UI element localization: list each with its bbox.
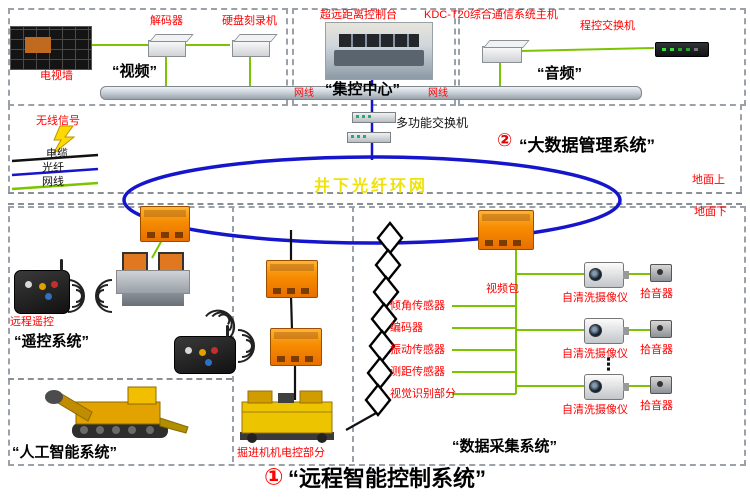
sensor-label-vibration: 振动传感器 [390, 344, 445, 356]
daq-system-title: “数据采集系统” [452, 438, 558, 455]
camera-label-2: 自清洗摄像仪 [562, 348, 628, 360]
remote-wireless-label: 远程遥控 [10, 316, 54, 328]
desk-monitor [122, 252, 148, 272]
camera-device-1 [584, 262, 629, 288]
sensor-label-vision: 视觉识别部分 [390, 388, 456, 400]
camera-device-2 [584, 318, 629, 344]
above-ground-label: 地面上 [692, 174, 725, 186]
bus-left-label: 网线 [294, 88, 314, 99]
sensor-label-encoder: 编码器 [390, 322, 423, 334]
blue-fiber-wires [122, 78, 622, 245]
pickup-label-3: 拾音器 [640, 400, 673, 412]
wifi-arcs-icon [67, 279, 85, 313]
control-console-image [325, 22, 433, 80]
bigdata-system-title: “大数据管理系统” [519, 136, 655, 155]
decoder-label: 解码器 [150, 15, 183, 27]
bigdata-number-badge: ② [497, 130, 513, 150]
mine-substation-daq [478, 210, 534, 250]
sensor-label-ranging: 测距传感器 [390, 366, 445, 378]
legend-fiber-label: 光纤 [42, 162, 64, 174]
console-desk [334, 49, 424, 66]
wifi-arcs-icon [205, 309, 236, 338]
green-network-wires [90, 44, 655, 395]
audio-section-title: “音频” [537, 65, 583, 82]
fiber-ring-ellipse [122, 155, 622, 245]
roadheader-icon [45, 386, 189, 438]
camera-label-3: 自清洗摄像仪 [562, 404, 628, 416]
mine-substation-remote [140, 206, 190, 242]
multifunction-switch-2 [347, 132, 391, 143]
video-section-box [8, 8, 288, 106]
lightning-icon [52, 125, 76, 155]
pbx-switch-device [655, 42, 709, 57]
partition-ai-box [8, 378, 232, 380]
ground-line-lower [8, 203, 742, 205]
underground-section-box [8, 206, 746, 466]
wifi-arcs-icon [237, 329, 255, 363]
ground-line-upper [8, 192, 742, 194]
partition-daq-box [352, 206, 354, 462]
below-ground-label: 地面下 [694, 206, 727, 218]
cable-chain-icon [364, 221, 404, 417]
multifunction-switch-label: 多功能交换机 [396, 116, 469, 130]
tv-wall-label: 电视墙 [40, 70, 73, 82]
roadheader-ecu-label: 掘进机机电控部分 [237, 447, 325, 459]
remote-system-title: “遥控系统” [14, 333, 90, 350]
legend-cable-label: 电缆 [46, 148, 68, 160]
camera-label-1: 自清洗摄像仪 [562, 292, 628, 304]
pickup-label-1: 拾音器 [640, 288, 673, 300]
wifi-arcs-icon [95, 279, 113, 313]
control-center-title: “集控中心” [325, 81, 401, 98]
mine-substation-a [266, 260, 318, 298]
roadheader-ecu-icon [240, 390, 334, 443]
control-center-section-box [292, 8, 456, 106]
mid-left-border [8, 104, 10, 192]
footer-number-badge: ① [264, 463, 284, 490]
hdd-recorder-device [232, 40, 270, 57]
tv-wall-image [10, 26, 92, 70]
footer-system-title: “远程智能控制系统” [287, 466, 486, 491]
ai-system-title: “人工智能系统” [12, 444, 118, 461]
kdc-host-label: KDC-T20综合通信系统主机 [424, 9, 558, 21]
mine-substation-b [270, 328, 322, 366]
pickup-device-2 [650, 320, 672, 338]
camera-ellipsis: ⋮ [600, 355, 617, 374]
audio-section-box [458, 8, 746, 106]
decoder-device [148, 40, 186, 57]
footer-title-group: ① “远程智能控制系统” [264, 461, 486, 493]
multifunction-switch-1 [352, 112, 396, 123]
handheld-remote-1 [14, 259, 70, 314]
desk-base [116, 270, 190, 294]
console-label: 超远距离控制台 [320, 9, 397, 21]
legend-network-label: 网线 [42, 176, 64, 188]
desk-legs [122, 293, 184, 306]
pickup-device-3 [650, 376, 672, 394]
video-pack-label: 视频包 [486, 283, 519, 295]
legend-lines [11, 153, 99, 191]
pickup-device-1 [650, 264, 672, 282]
video-section-title: “视频” [112, 63, 158, 80]
camera-device-3 [584, 374, 629, 400]
black-cable-wires [289, 230, 379, 431]
wireless-signal-icons [67, 279, 255, 363]
kdc-host-device [482, 46, 522, 63]
mid-right-border [740, 104, 742, 192]
console-monitor-row [338, 34, 420, 47]
remote-operator-desk [116, 252, 190, 308]
wireless-signal-label: 无线信号 [36, 115, 80, 127]
desk-monitor [158, 252, 184, 272]
pickup-label-2: 拾音器 [640, 344, 673, 356]
handheld-remote-2 [174, 325, 236, 374]
recorder-label: 硬盘刻录机 [222, 15, 277, 27]
backbone-bus-bar [100, 86, 642, 100]
pbx-label: 程控交换机 [580, 20, 635, 32]
fiber-ring-label: 井下光纤环网 [314, 178, 429, 195]
sensor-label-tilt: 倾角传感器 [390, 300, 445, 312]
bus-right-label: 网线 [428, 88, 448, 99]
